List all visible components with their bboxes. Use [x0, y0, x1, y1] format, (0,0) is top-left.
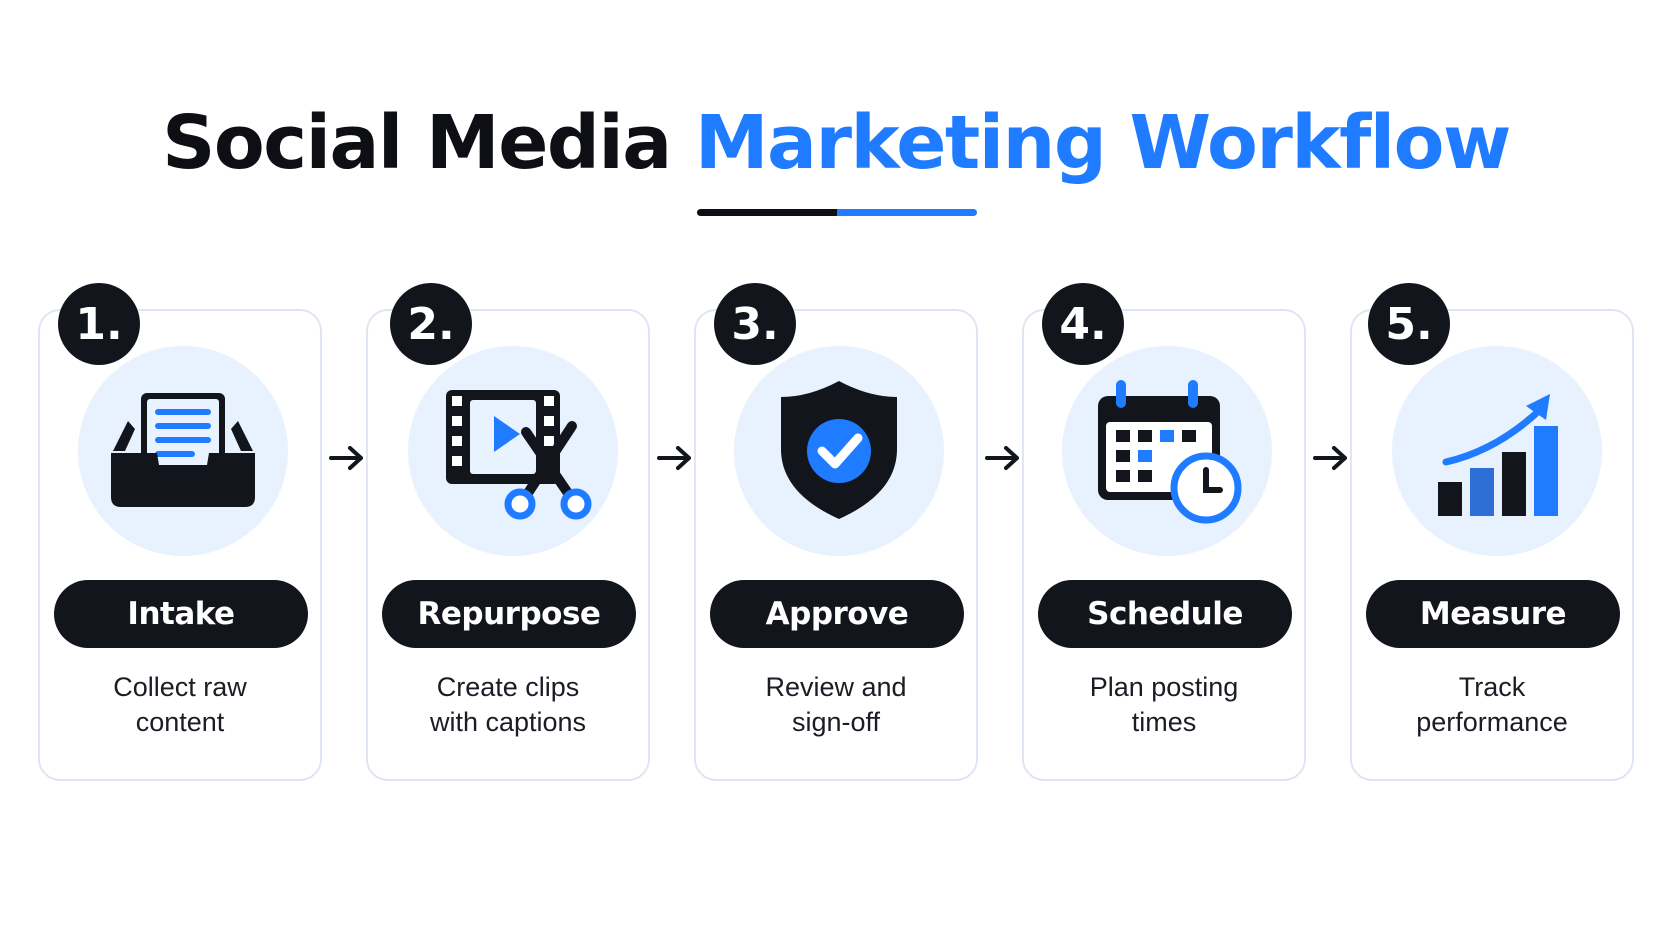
step-number-badge: 3.	[714, 283, 796, 365]
title-part-2: Marketing Workflow	[694, 100, 1511, 186]
step-label-repurpose: Repurpose	[382, 580, 636, 648]
step-number-badge: 4.	[1042, 283, 1124, 365]
step-number-badge: 2.	[390, 283, 472, 365]
growth-chart-icon	[1438, 394, 1558, 516]
calendar-clock-icon	[1098, 380, 1242, 524]
step-label-approve: Approve	[710, 580, 964, 648]
title-part-1: Social Media	[162, 100, 672, 186]
step-number-badge: 1.	[58, 283, 140, 365]
step-label-schedule: Schedule	[1038, 580, 1292, 648]
inbox-tray-icon	[111, 393, 255, 507]
film-scissors-icon	[446, 390, 592, 520]
step-label-measure: Measure	[1366, 580, 1620, 648]
shield-check-icon	[781, 381, 897, 519]
step-number-badge: 5.	[1368, 283, 1450, 365]
icon-halo	[1392, 346, 1602, 556]
page-title: Social Media Marketing Workflow	[0, 100, 1672, 186]
arrow-right-icon	[1313, 446, 1347, 470]
arrow-right-icon	[657, 446, 691, 470]
step-label-intake: Intake	[54, 580, 308, 648]
title-underline	[697, 209, 977, 216]
arrow-right-icon	[329, 446, 363, 470]
arrow-right-icon	[985, 446, 1019, 470]
